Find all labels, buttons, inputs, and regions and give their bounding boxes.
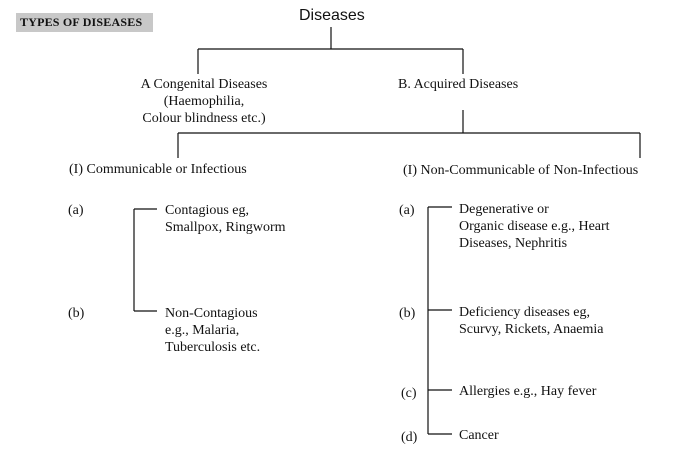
congenital-node: A Congenital Diseases (Haemophilia, Colo… [118, 76, 290, 127]
page-heading: TYPES OF DISEASES [20, 15, 143, 29]
noncommunicable-item-c: Allergies e.g., Hay fever [459, 383, 596, 400]
root-node: Diseases [299, 7, 365, 24]
acquired-node: B. Acquired Diseases [398, 77, 519, 92]
noncommunicable-item-a: Degenerative or Organic disease e.g., He… [459, 201, 610, 252]
congenital-examples-line: Colour blindness etc.) [142, 111, 266, 126]
item-line: Allergies e.g., Hay fever [459, 384, 597, 399]
item-line: Organic disease e.g., Heart [459, 219, 610, 234]
communicable-item-a: Contagious eg, Smallpox, Ringworm [165, 202, 286, 236]
item-marker: (c) [401, 386, 417, 401]
item-line: Smallpox, Ringworm [165, 220, 286, 235]
item-line: Non-Contagious [165, 306, 258, 321]
congenital-title: A Congenital Diseases [140, 77, 268, 92]
communicable-node: (I) Communicable or Infectious [69, 162, 247, 177]
item-line: Deficiency diseases eg, [459, 305, 590, 320]
item-line: Tuberculosis etc. [165, 340, 261, 355]
communicable-item-b: Non-Contagious e.g., Malaria, Tuberculos… [165, 305, 260, 356]
item-marker: (b) [68, 306, 85, 321]
item-marker: (a) [68, 203, 84, 218]
noncommunicable-node: (I) Non-Communicable of Non-Infectious [403, 163, 639, 178]
heading-badge [16, 13, 153, 32]
item-marker: (d) [401, 430, 418, 445]
item-line: Contagious eg, [165, 203, 249, 218]
item-line: Scurvy, Rickets, Anaemia [459, 322, 604, 337]
item-line: Degenerative or [459, 202, 549, 217]
item-line: Diseases, Nephritis [459, 236, 568, 251]
item-line: e.g., Malaria, [165, 323, 240, 338]
noncommunicable-item-b: Deficiency diseases eg, Scurvy, Rickets,… [459, 304, 604, 338]
item-marker: (a) [399, 203, 415, 218]
congenital-examples-line: (Haemophilia, [163, 94, 245, 109]
item-line: Cancer [459, 428, 499, 443]
item-marker: (b) [399, 306, 416, 321]
noncommunicable-item-d: Cancer [459, 427, 499, 444]
